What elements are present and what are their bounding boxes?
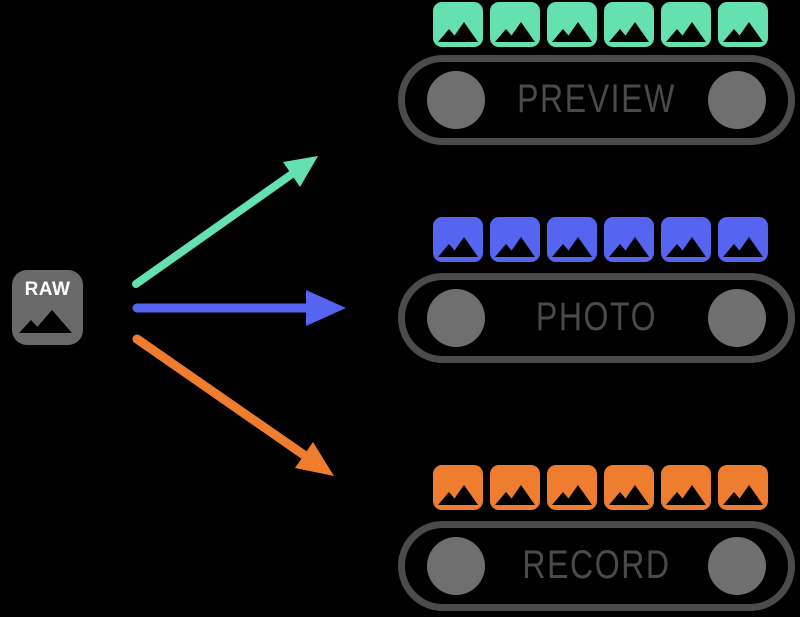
frame-thumbnail — [547, 465, 597, 510]
frame-thumbnail — [490, 2, 540, 47]
mountains-icon — [19, 310, 72, 333]
preview-stream-label: PREVIEW — [517, 77, 676, 122]
photo-stream-label: PHOTO — [535, 295, 658, 340]
roller-right — [708, 289, 766, 347]
frame-thumbnail — [433, 465, 483, 510]
frame-thumbnail — [718, 217, 768, 262]
mountains-icon — [495, 237, 535, 257]
mountains-icon — [438, 485, 478, 505]
frame-thumbnail — [490, 217, 540, 262]
record-conveyor: RECORD — [398, 521, 795, 611]
mountains-icon — [723, 237, 763, 257]
photo-frame-queue — [433, 217, 768, 262]
arrow-to-photo-icon — [132, 290, 346, 326]
frame-thumbnail — [718, 2, 768, 47]
frame-thumbnail — [547, 217, 597, 262]
preview-conveyor: PREVIEW — [398, 55, 795, 145]
mountains-icon — [723, 485, 763, 505]
mountains-icon — [438, 237, 478, 257]
raw-source-box: RAW — [12, 270, 83, 345]
record-frame-queue — [433, 465, 768, 510]
mountains-icon — [666, 22, 706, 42]
roller-left — [427, 537, 485, 595]
frame-thumbnail — [433, 217, 483, 262]
raw-label: RAW — [24, 279, 71, 300]
roller-right — [708, 537, 766, 595]
frame-thumbnail — [661, 217, 711, 262]
mountains-icon — [438, 22, 478, 42]
mountains-icon — [552, 485, 592, 505]
frame-thumbnail — [547, 2, 597, 47]
frame-thumbnail — [661, 465, 711, 510]
frame-thumbnail — [661, 2, 711, 47]
preview-frame-queue — [433, 2, 768, 47]
arrow-to-record-icon — [132, 334, 334, 476]
frame-thumbnail — [490, 465, 540, 510]
mountains-icon — [552, 237, 592, 257]
frame-thumbnail — [718, 465, 768, 510]
mountains-icon — [723, 22, 763, 42]
mountains-icon — [609, 485, 649, 505]
mountains-icon — [495, 22, 535, 42]
mountains-icon — [666, 237, 706, 257]
mountains-icon — [609, 22, 649, 42]
roller-right — [708, 71, 766, 129]
mountains-icon — [666, 485, 706, 505]
mountains-icon — [609, 237, 649, 257]
roller-left — [427, 289, 485, 347]
mountains-icon — [552, 22, 592, 42]
roller-left — [427, 71, 485, 129]
frame-thumbnail — [604, 2, 654, 47]
arrow-to-preview-icon — [132, 156, 318, 288]
mountains-icon — [495, 485, 535, 505]
frame-thumbnail — [604, 217, 654, 262]
photo-conveyor: PHOTO — [398, 273, 795, 363]
record-stream-label: RECORD — [522, 543, 671, 588]
frame-thumbnail — [604, 465, 654, 510]
frame-thumbnail — [433, 2, 483, 47]
